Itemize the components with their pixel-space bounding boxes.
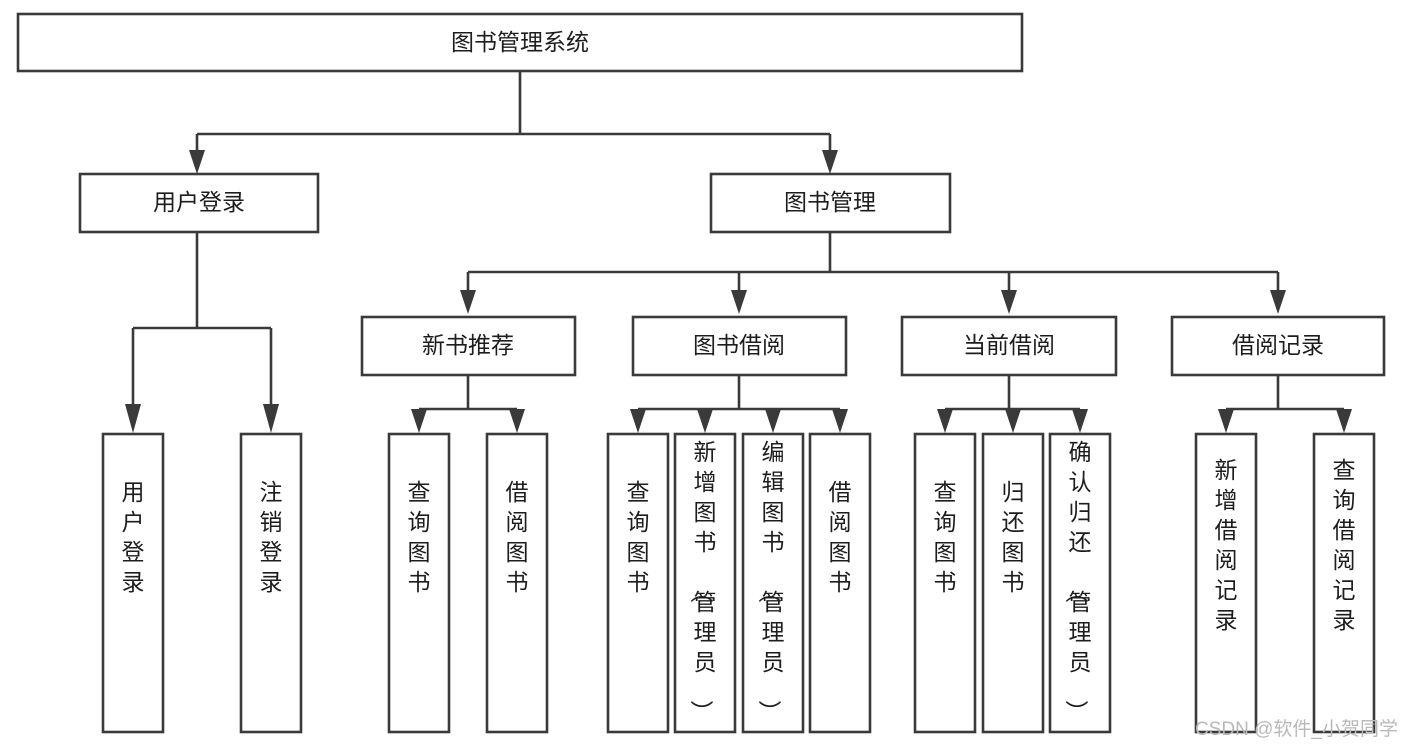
leaf-new-book-borrow[interactable]: 借阅图书 [485, 432, 549, 734]
leaf-borrow-record-query-box[interactable] [1312, 432, 1376, 734]
leaf-current-borrow-confirm-label: 确认归还（管理员） [1064, 439, 1092, 723]
leaf-current-borrow-query-label: 查询图书 [934, 479, 957, 595]
leaf-borrow-record-add[interactable]: 新增借阅记录 [1194, 432, 1258, 734]
leaf-book-borrow-query-box[interactable] [606, 432, 670, 734]
node-new-book-recommend-label: 新书推荐 [422, 332, 514, 358]
leaf-current-borrow-confirm-box[interactable] [1048, 432, 1112, 734]
leaf-book-borrow-borrow[interactable]: 借阅图书 [808, 432, 872, 734]
leaf-book-borrow-edit-label: 编辑图书（管理员） [757, 439, 785, 723]
node-current-borrow[interactable]: 当前借阅 [900, 315, 1118, 377]
leaf-book-borrow-query[interactable]: 查询图书 [606, 432, 670, 734]
leaf-new-book-query-label: 查询图书 [408, 479, 431, 595]
arrow-newbook-l2 [509, 409, 525, 433]
node-root-box[interactable] [16, 12, 1024, 73]
node-root-book-management-system[interactable]: 图书管理系统 [16, 12, 1024, 73]
node-book-management-box[interactable] [709, 172, 952, 234]
node-user-login[interactable]: 用户登录 [78, 172, 320, 234]
leaf-book-borrow-edit-box[interactable] [741, 432, 805, 734]
arrow-bookborrow-l2 [697, 409, 713, 433]
node-book-management-label: 图书管理 [784, 189, 876, 215]
leaf-current-borrow-query[interactable]: 查询图书 [913, 432, 977, 734]
arrow-bookborrow-l3 [765, 409, 781, 433]
leaf-current-borrow-confirm[interactable]: 确认归还（管理员） [1048, 432, 1112, 734]
arrow-userlogin-leaf1 [125, 404, 141, 433]
leaf-book-borrow-borrow-box[interactable] [808, 432, 872, 734]
leaf-user-login-logout-box[interactable] [239, 432, 303, 734]
arrow-userlogin-leaf2 [263, 404, 279, 433]
node-current-borrow-box[interactable] [900, 315, 1118, 377]
arrow-bookmgmt-c2 [731, 290, 747, 314]
arrow-bookborrow-l4 [832, 409, 848, 433]
leaf-user-login-login[interactable]: 用户登录 [101, 432, 165, 734]
leaf-current-borrow-return-label: 归还图书 [1002, 479, 1025, 595]
node-root-label: 图书管理系统 [451, 29, 589, 55]
leaf-borrow-record-add-label: 新增借阅记录 [1215, 457, 1238, 633]
node-borrow-record-label: 借阅记录 [1232, 332, 1324, 358]
node-book-management[interactable]: 图书管理 [709, 172, 952, 234]
leaf-current-borrow-return-box[interactable] [981, 432, 1045, 734]
leaf-borrow-record-add-box[interactable] [1194, 432, 1258, 734]
node-borrow-record[interactable]: 借阅记录 [1170, 315, 1386, 377]
node-book-borrow-label: 图书借阅 [693, 332, 785, 358]
leaf-new-book-borrow-box[interactable] [485, 432, 549, 734]
leaf-borrow-record-query-label: 查询借阅记录 [1333, 457, 1356, 633]
arrow-currentborrow-l1 [937, 409, 953, 433]
node-borrow-record-box[interactable] [1170, 315, 1386, 377]
arrow-borrowrecord-l2 [1336, 409, 1352, 433]
leaf-user-login-login-label: 用户登录 [122, 479, 145, 595]
leaf-book-borrow-add[interactable]: 新增图书（管理员） [673, 432, 737, 734]
leaf-current-borrow-return[interactable]: 归还图书 [981, 432, 1045, 734]
leaf-borrow-record-query[interactable]: 查询借阅记录 [1312, 432, 1376, 734]
node-user-login-box[interactable] [78, 172, 320, 234]
leaf-new-book-borrow-label: 借阅图书 [506, 479, 529, 595]
leaf-new-book-query-box[interactable] [387, 432, 451, 734]
arrow-root-to-book-mgmt [822, 150, 838, 174]
leaf-book-borrow-edit[interactable]: 编辑图书（管理员） [741, 432, 805, 734]
node-new-book-recommend-box[interactable] [360, 315, 577, 377]
arrow-bookmgmt-c3 [1001, 290, 1017, 314]
leaf-user-login-logout[interactable]: 注销登录 [239, 432, 303, 734]
arrow-borrowrecord-l1 [1218, 409, 1234, 433]
leaf-book-borrow-query-label: 查询图书 [627, 479, 650, 595]
leaf-user-login-logout-label: 注销登录 [260, 479, 283, 595]
arrow-bookmgmt-c4 [1270, 290, 1286, 314]
arrow-currentborrow-l3 [1072, 409, 1088, 433]
arrow-currentborrow-l2 [1005, 409, 1021, 433]
leaf-book-borrow-borrow-label: 借阅图书 [829, 479, 852, 595]
node-user-login-label: 用户登录 [153, 189, 245, 215]
arrow-bookmgmt-c1 [460, 290, 476, 314]
arrow-newbook-l1 [411, 409, 427, 433]
node-book-borrow-box[interactable] [631, 315, 848, 377]
connector-layer [125, 71, 1352, 433]
arrow-root-to-user-login [189, 150, 205, 174]
csdn-watermark: CSDN @软件_小贺同学 [1195, 718, 1398, 740]
leaf-user-login-login-box[interactable] [101, 432, 165, 734]
node-new-book-recommend[interactable]: 新书推荐 [360, 315, 577, 377]
node-book-borrow[interactable]: 图书借阅 [631, 315, 848, 377]
leaf-book-borrow-add-label: 新增图书（管理员） [689, 439, 717, 723]
leaf-current-borrow-query-box[interactable] [913, 432, 977, 734]
leaf-book-borrow-add-box[interactable] [673, 432, 737, 734]
leaf-new-book-query[interactable]: 查询图书 [387, 432, 451, 734]
arrow-bookborrow-l1 [630, 409, 646, 433]
node-current-borrow-label: 当前借阅 [963, 332, 1055, 358]
